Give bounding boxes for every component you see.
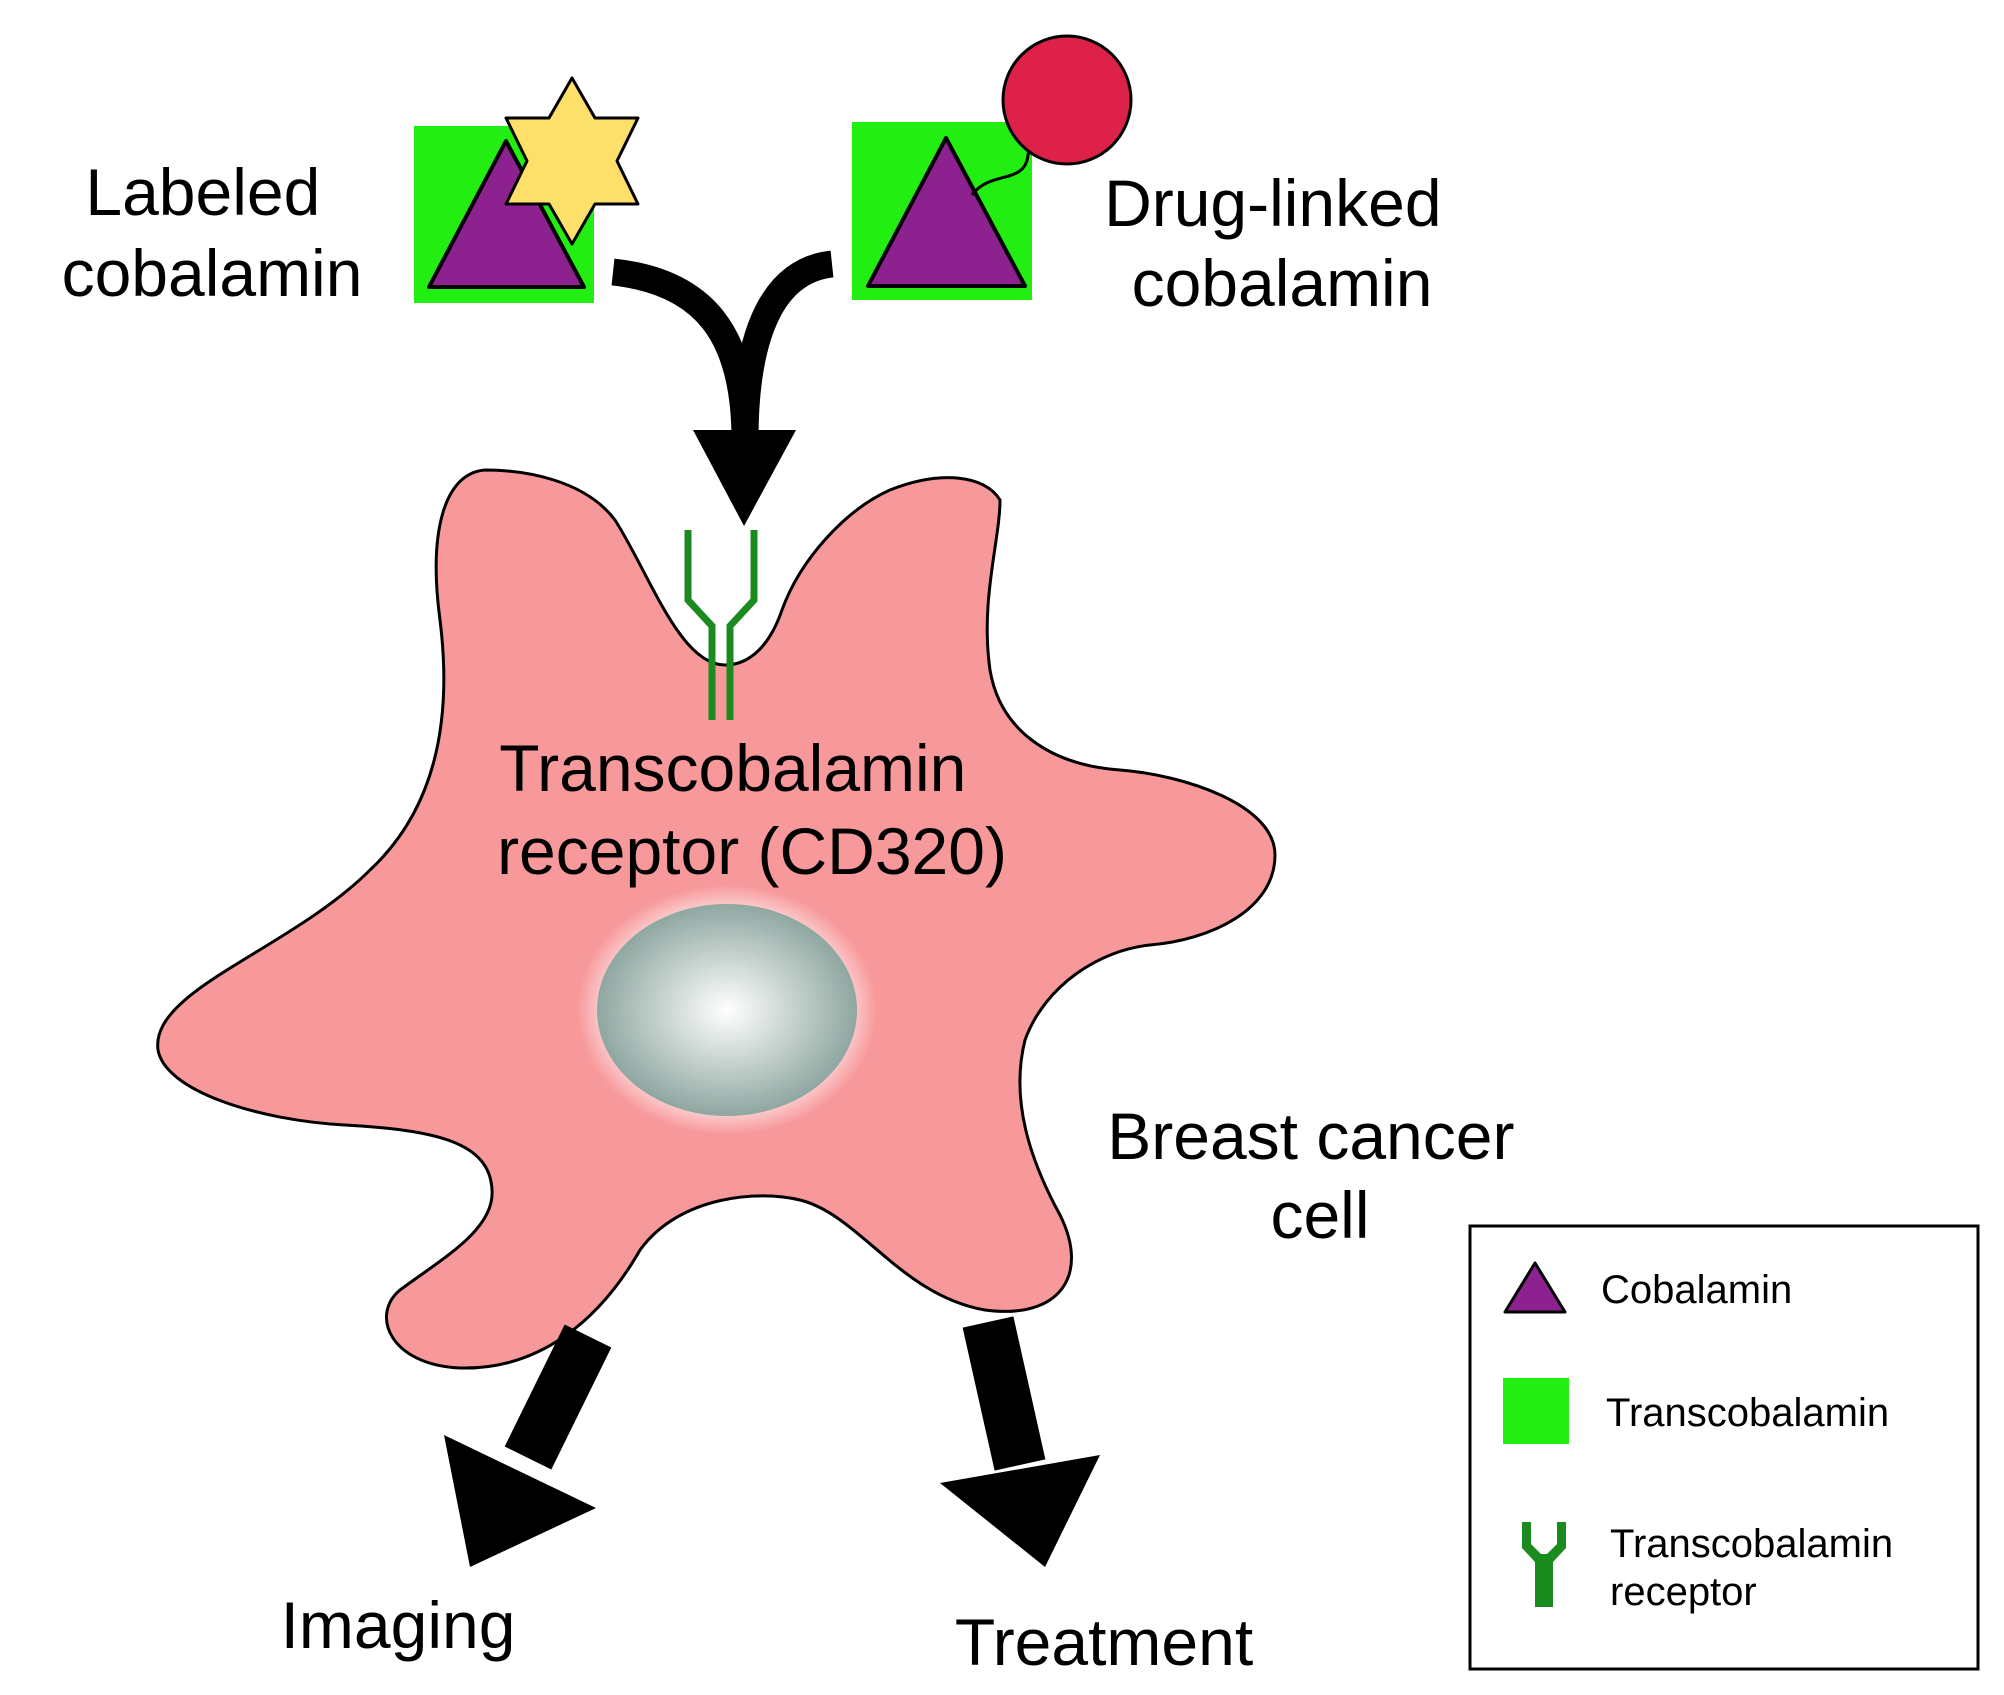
receptor-icon xyxy=(1522,1522,1566,1607)
arrow-to-treatment-head xyxy=(940,1455,1100,1567)
legend-label-transcobalamin-receptor: Transcobalamin receptor xyxy=(1610,1522,1904,1614)
arrow-from-labeled xyxy=(611,258,759,441)
arrow-to-imaging-shaft xyxy=(504,1324,612,1470)
receptor-label: Transcobalamin receptor (CD320) xyxy=(497,731,1007,888)
legend-label-transcobalamin: Transcobalamin xyxy=(1606,1391,1889,1435)
nucleus xyxy=(597,904,857,1116)
arrow-from-drug-linked xyxy=(731,250,835,441)
cobalamin-triangle xyxy=(866,136,1027,288)
drug-linked-cobalamin-complex xyxy=(852,34,1133,300)
converging-arrows xyxy=(611,250,835,526)
arrow-head-down xyxy=(693,430,796,526)
labeled-cobalamin-complex xyxy=(414,76,640,303)
output-arrows xyxy=(444,1316,1100,1567)
legend: Cobalamin Transcobalamin Transcobalamin … xyxy=(1468,1224,1980,1671)
cell-label: Breast cancer cell xyxy=(1107,1099,1533,1252)
arrow-to-treatment-shaft xyxy=(962,1316,1046,1471)
drug-circle-icon xyxy=(1001,34,1133,166)
imaging-label: Imaging xyxy=(281,1588,516,1662)
transcobalamin-receptor xyxy=(684,530,758,720)
cobalamin-triangle xyxy=(427,139,586,289)
treatment-label: Treatment xyxy=(955,1605,1253,1679)
legend-label-cobalamin: Cobalamin xyxy=(1601,1268,1792,1312)
square-icon xyxy=(1503,1378,1569,1444)
label-star-icon xyxy=(504,76,640,246)
labeled-cobalamin-label: Labeled cobalamin xyxy=(62,155,363,310)
arrow-to-imaging-head xyxy=(444,1435,596,1567)
triangle-icon xyxy=(1503,1261,1567,1314)
drug-linked-cobalamin-label: Drug-linked cobalamin xyxy=(1104,166,1460,320)
